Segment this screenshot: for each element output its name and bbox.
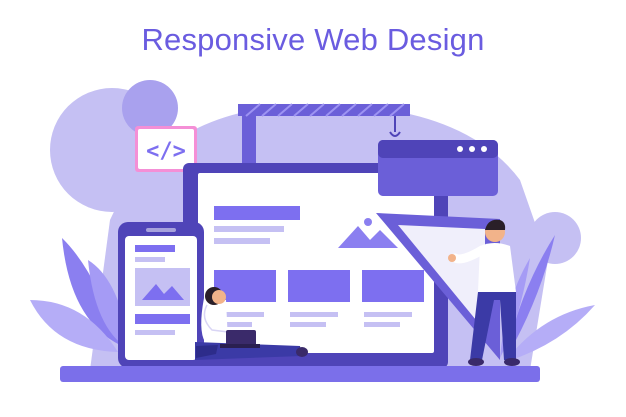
sitting-woman	[195, 287, 308, 360]
standing-man	[448, 219, 520, 366]
floor	[60, 366, 540, 382]
page-title: Responsive Web Design	[141, 22, 485, 57]
code-tag-text: </>	[146, 139, 186, 164]
code-tag-badge: </>	[135, 126, 197, 172]
crane	[238, 103, 410, 174]
browser-window	[378, 140, 498, 196]
phone	[118, 222, 204, 368]
monitor	[183, 163, 500, 368]
